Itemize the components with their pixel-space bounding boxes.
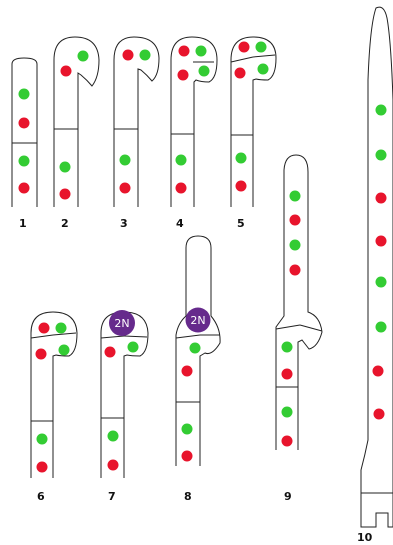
stage-label: 1 [19, 217, 27, 230]
nucleus-green [18, 155, 30, 167]
stage-8: 2N 8 [175, 235, 221, 503]
nucleus-green [36, 433, 48, 445]
nucleus-red [18, 117, 30, 129]
stage-label: 4 [176, 217, 184, 230]
nucleus-red [235, 180, 247, 192]
stage-7: 2N 7 [100, 310, 149, 503]
crozier-wall [30, 334, 54, 339]
mature-ascus-outline [360, 6, 393, 528]
stage-2: 2 [53, 36, 100, 230]
nucleus-green [18, 88, 30, 100]
zygote-label: 2N [190, 314, 205, 327]
stage-label: 2 [61, 217, 69, 230]
nucleus-green [189, 342, 201, 354]
ascospore-nucleus-red [375, 235, 387, 247]
nucleus-red [281, 435, 293, 447]
ascospore-nucleus-red [289, 264, 301, 276]
nucleus-green [257, 63, 269, 75]
nucleus-red [107, 459, 119, 471]
crozier-wall [230, 56, 254, 63]
ascus-base-wall [299, 324, 323, 332]
nucleus-green [55, 322, 67, 334]
nucleus-red [177, 69, 189, 81]
zygote-nucleus [185, 307, 211, 333]
nucleus-green [107, 430, 119, 442]
nucleus-green [198, 65, 210, 77]
nucleus-red [181, 450, 193, 462]
ascospore-nucleus-green [289, 239, 301, 251]
nucleus-red [234, 67, 246, 79]
nucleus-red [238, 41, 250, 53]
crozier-wall [123, 335, 148, 338]
ascospore-nucleus-green [375, 149, 387, 161]
nucleus-red [38, 322, 50, 334]
crozier-outline [53, 36, 100, 207]
nucleus-green [181, 423, 193, 435]
stage-4: 4 [170, 36, 218, 230]
crozier-outline [230, 36, 277, 207]
stage-10: 10 [357, 6, 393, 544]
stage-label: 8 [184, 490, 192, 503]
stage-label: 5 [237, 217, 245, 230]
stage-9: 9 [275, 154, 323, 503]
ascospore-nucleus-green [375, 276, 387, 288]
nucleus-green [127, 341, 139, 353]
stage-label: 6 [37, 490, 45, 503]
crozier-wall [100, 335, 125, 339]
stage-5: 5 [230, 36, 277, 230]
ascus-base-wall [275, 324, 301, 330]
nucleus-red [175, 182, 187, 194]
nucleus-red [18, 182, 30, 194]
stage-3: 3 [113, 36, 160, 230]
hypha-outline [11, 57, 38, 207]
ascospore-nucleus-red [289, 214, 301, 226]
nucleus-red [60, 65, 72, 77]
crozier-wall [252, 54, 276, 58]
nucleus-red [178, 45, 190, 57]
nucleus-red [122, 49, 134, 61]
nucleus-red [281, 368, 293, 380]
ascospore-nucleus-red [375, 192, 387, 204]
ascospore-nucleus-red [373, 408, 385, 420]
crozier-wall [52, 332, 77, 336]
nucleus-red [36, 461, 48, 473]
nucleus-green [175, 154, 187, 166]
nucleus-green [59, 161, 71, 173]
crozier-outline [113, 36, 160, 207]
nucleus-green [255, 41, 267, 53]
stage-1: 1 [11, 57, 38, 230]
stage-6: 6 [30, 311, 78, 503]
ascospore-nucleus-green [375, 321, 387, 333]
nucleus-green [195, 45, 207, 57]
nucleus-green [77, 50, 89, 62]
ascospore-nucleus-green [375, 104, 387, 116]
nucleus-red [59, 188, 71, 200]
nucleus-green [119, 154, 131, 166]
ascospore-nucleus-green [289, 190, 301, 202]
nucleus-green [139, 49, 151, 61]
stage-label: 10 [357, 531, 373, 544]
zygote-nucleus [109, 310, 135, 336]
zygote-label: 2N [114, 317, 129, 330]
nucleus-red [104, 346, 116, 358]
nucleus-green [281, 406, 293, 418]
crozier-wall [175, 334, 201, 339]
stage-label: 3 [120, 217, 128, 230]
nucleus-green [235, 152, 247, 164]
nucleus-red [35, 348, 47, 360]
stage-label: 7 [108, 490, 116, 503]
nucleus-green [58, 344, 70, 356]
nucleus-green [281, 341, 293, 353]
stage-label: 9 [284, 490, 292, 503]
ascospore-nucleus-red [372, 365, 384, 377]
nucleus-red [181, 365, 193, 377]
nucleus-red [119, 182, 131, 194]
